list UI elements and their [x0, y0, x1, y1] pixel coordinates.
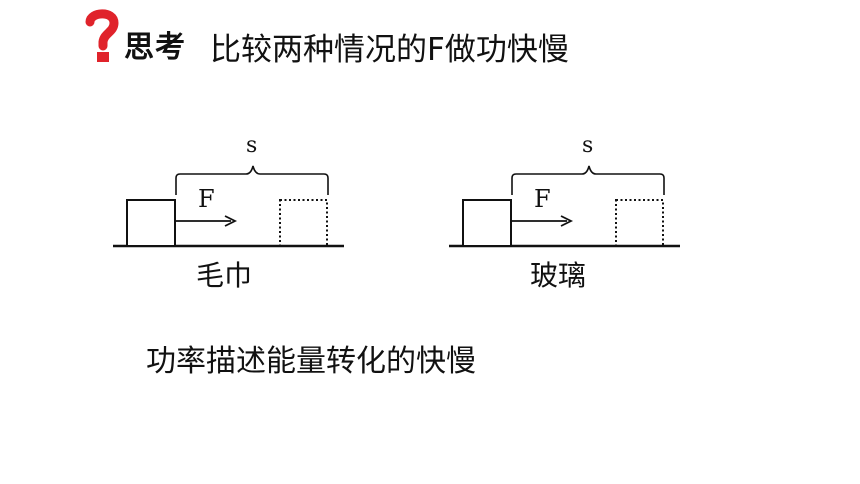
- think-label: 思考: [124, 30, 186, 65]
- block-end: [279, 199, 328, 247]
- header: 思考 比较两种情况的F做功快慢: [82, 8, 702, 68]
- distance-brace: [511, 165, 665, 195]
- conclusion-text: 功率描述能量转化的快慢: [146, 344, 476, 379]
- arrow-head: [224, 215, 238, 227]
- distance-label: s: [582, 133, 593, 158]
- arrow-head: [560, 215, 574, 227]
- block-start: [126, 199, 176, 247]
- force-diagram-glass: s F: [449, 133, 680, 248]
- question-mark-icon: [85, 9, 119, 62]
- page-title: 比较两种情况的F做功快慢: [210, 32, 569, 68]
- force-label: F: [534, 185, 551, 213]
- block-end: [615, 199, 664, 247]
- distance-brace: [175, 165, 329, 195]
- diagram-towel: s F 毛巾: [108, 130, 368, 295]
- caption-towel: 毛巾: [196, 259, 253, 292]
- force-label: F: [198, 185, 215, 213]
- caption-glass: 玻璃: [530, 259, 587, 292]
- force-diagram-towel: s F: [113, 133, 344, 248]
- block-start: [462, 199, 512, 247]
- distance-label: s: [246, 133, 257, 158]
- diagram-glass: s F 玻璃: [444, 130, 704, 295]
